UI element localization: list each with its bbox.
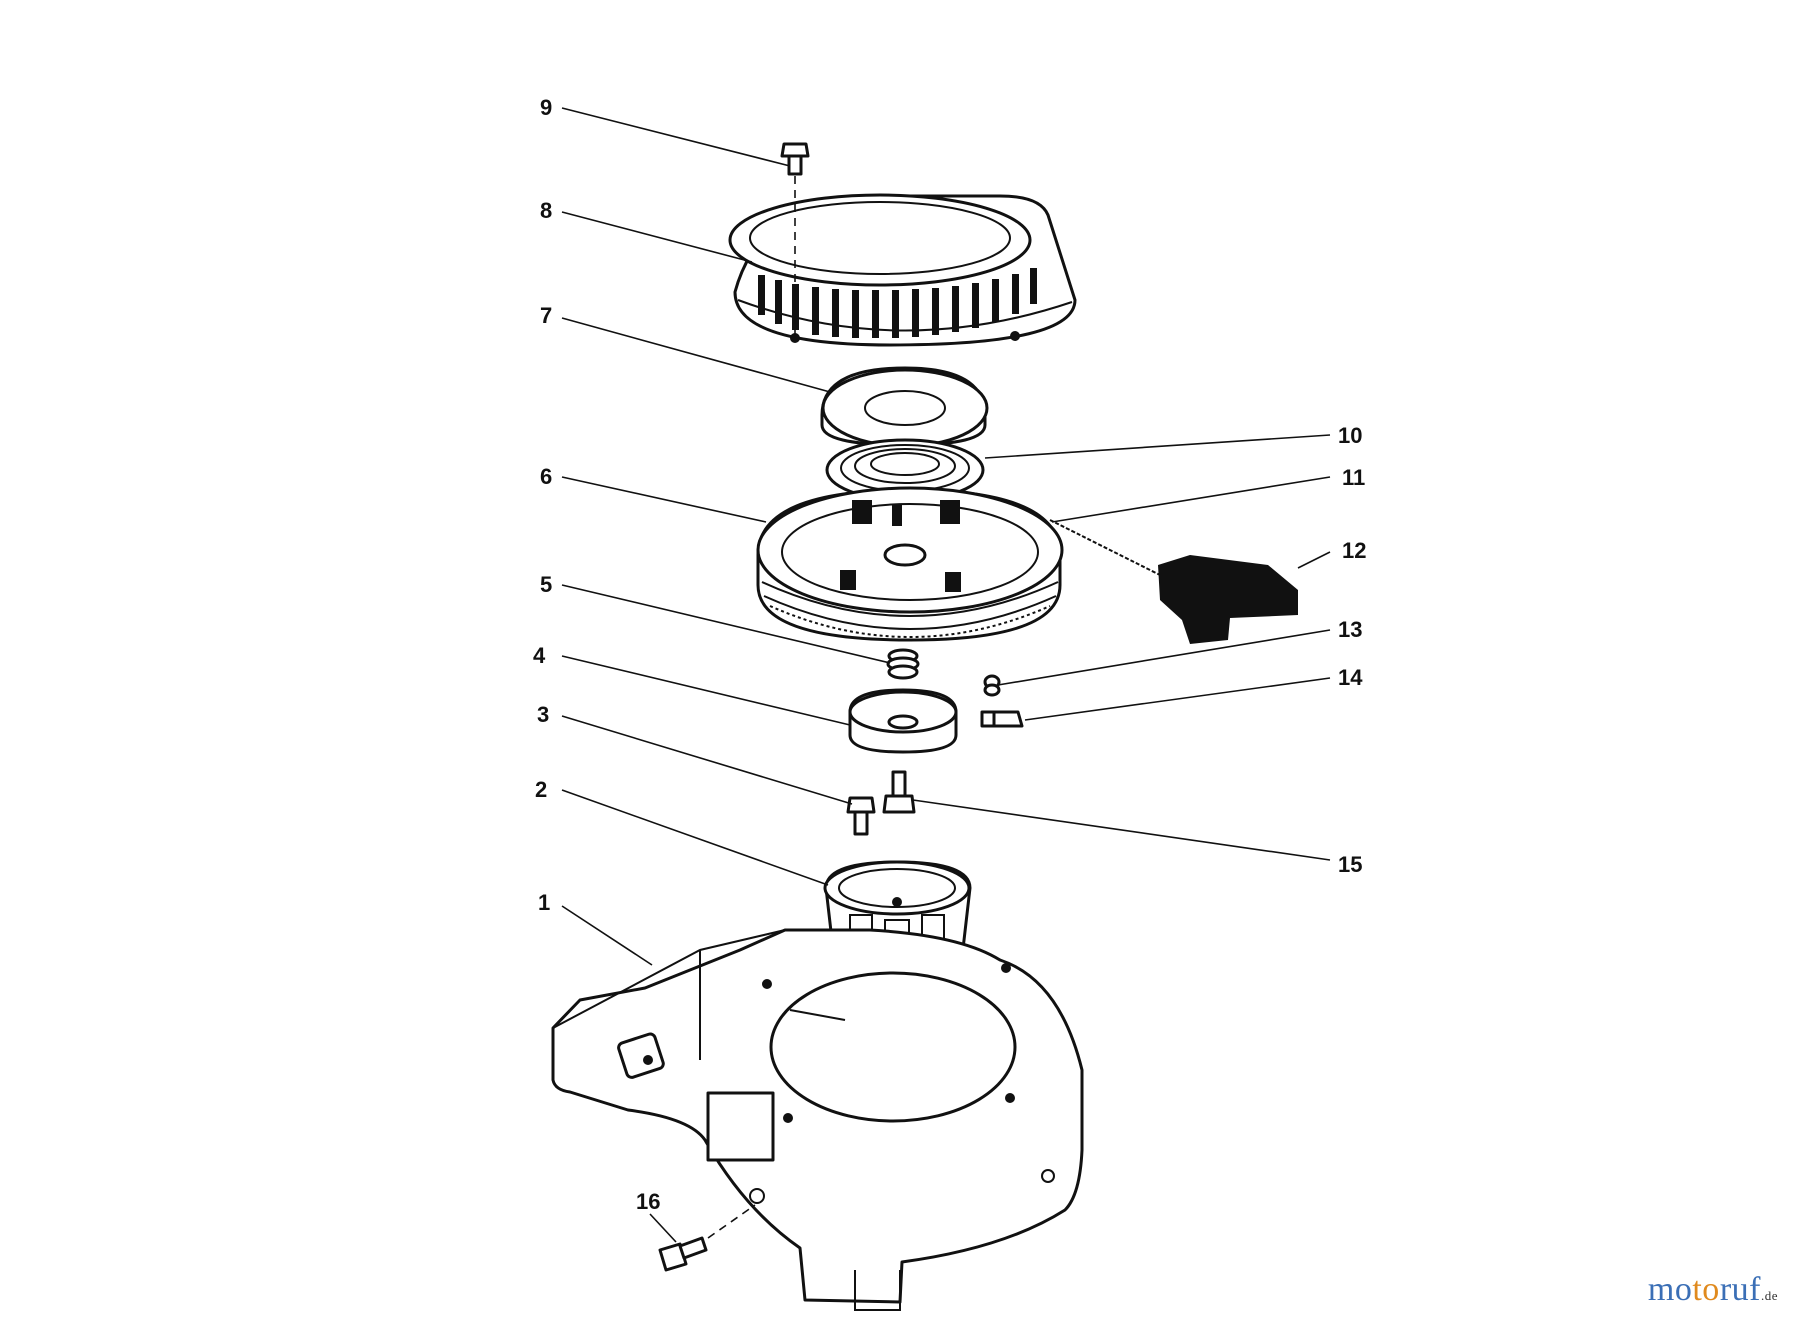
callout-12: 12 <box>1342 538 1366 563</box>
part-3-screw <box>846 796 876 836</box>
part-16-axis-line <box>707 1204 756 1239</box>
part-8-starter-cup <box>728 193 1077 347</box>
callout-10: 10 <box>1338 423 1362 448</box>
watermark-logo: motoruf.de <box>1648 1271 1778 1309</box>
watermark-part-1: mo <box>1647 1271 1693 1308</box>
part-16-bolt <box>658 1236 708 1272</box>
callout-9: 9 <box>540 95 552 120</box>
leader-lines <box>561 107 1331 1243</box>
callout-4: 4 <box>533 643 546 668</box>
part-7-pulley-cover <box>820 366 989 448</box>
part-4-retainer <box>848 688 958 754</box>
callout-labels: 9 8 7 6 5 4 3 2 1 10 11 12 13 14 15 16 <box>533 95 1366 1214</box>
callout-7: 7 <box>540 303 552 328</box>
watermark-part-2: to <box>1692 1271 1720 1308</box>
part-11-rope <box>1049 519 1161 576</box>
callout-3: 3 <box>537 702 549 727</box>
part-15-shoulder-screw <box>882 770 916 814</box>
callout-1: 1 <box>538 890 550 915</box>
part-1-blower-housing <box>551 928 1084 1311</box>
watermark-suffix: .de <box>1760 1288 1778 1303</box>
callout-6: 6 <box>540 464 552 489</box>
callout-15: 15 <box>1338 852 1362 877</box>
part-14-pawl <box>980 710 1024 728</box>
part-12-rope-handle <box>1158 555 1298 644</box>
part-9-bolt <box>780 142 810 176</box>
callout-13: 13 <box>1338 617 1362 642</box>
part-6-pulley <box>756 486 1064 642</box>
callout-14: 14 <box>1338 665 1363 690</box>
part-5-spring <box>886 648 920 680</box>
callout-16: 16 <box>636 1189 660 1214</box>
callout-2: 2 <box>535 777 547 802</box>
part-13-small-spring <box>983 674 1001 697</box>
callout-11: 11 <box>1342 465 1365 490</box>
callout-5: 5 <box>540 572 552 597</box>
callout-8: 8 <box>540 198 552 223</box>
watermark-part-3: ruf <box>1719 1271 1761 1308</box>
